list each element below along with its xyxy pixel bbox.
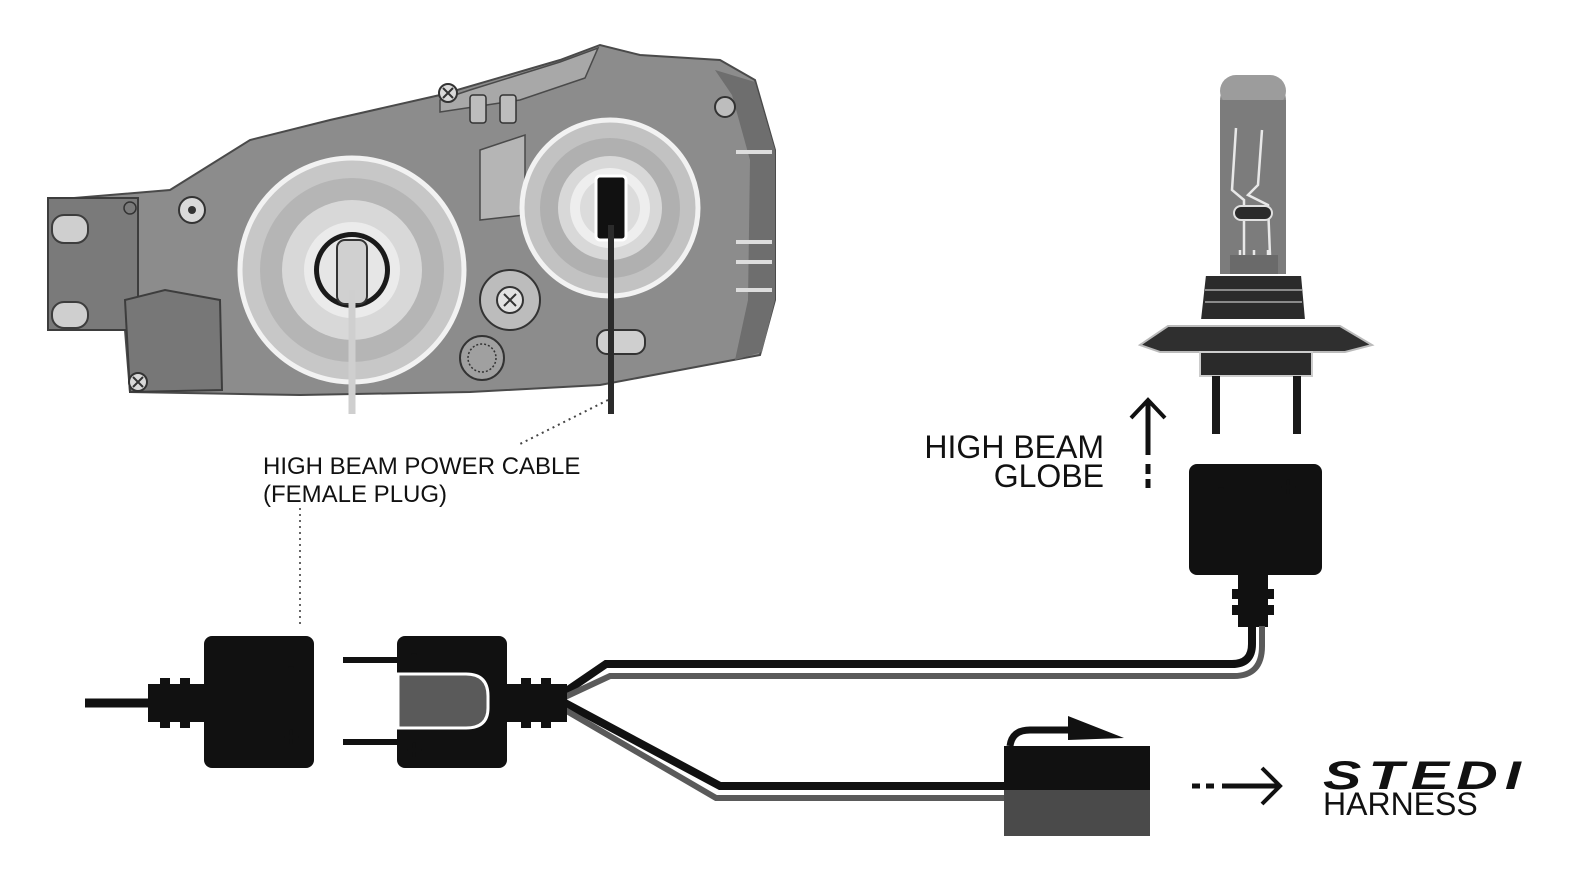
headlight-housing [46,43,776,397]
male-plug-plus: + [406,734,422,765]
female-plug-plus: + [283,721,299,752]
globe-label-line2: GLOBE [994,458,1104,494]
globe-connector: - + [1189,464,1322,627]
arrow-up-icon [1129,397,1167,488]
harness-cables [562,626,1265,801]
globe-connector-minus: - [1217,474,1225,501]
stedi-logo: STEDI [1323,754,1528,798]
stedi-harness-connector [1004,716,1150,836]
globe-label-line1: HIGH BEAM [924,429,1104,465]
male-plug-minus: - [410,640,418,667]
globe-connector-plus: + [1280,471,1296,502]
female-plug-minus: - [287,653,295,680]
high-beam-globe [1137,75,1375,434]
arrow-right-icon [1192,766,1283,806]
harness-label: HARNESS [1323,786,1478,822]
male-plug: - + [343,636,567,768]
power-cable-label-line1: HIGH BEAM POWER CABLE [263,453,580,480]
socket-cables [299,225,614,626]
power-cable-label-line2: (FEMALE PLUG) [263,481,447,508]
female-plug: - + [85,636,314,768]
